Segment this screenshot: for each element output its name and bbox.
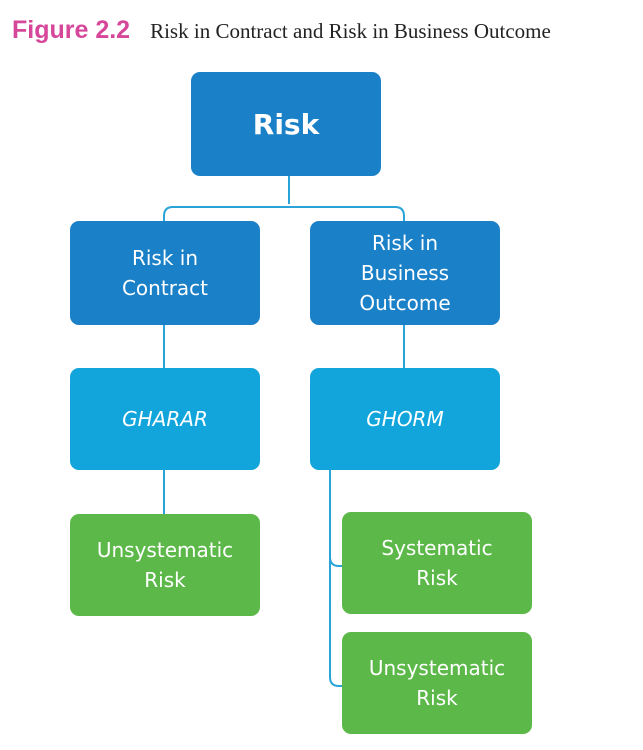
node-business-unsystematic-risk-label: Unsystematic Risk xyxy=(368,656,506,710)
node-risk-in-business-outcome-label: Risk in Business Outcome xyxy=(359,231,451,315)
node-gharar-label: GHARAR xyxy=(122,407,208,431)
figure-label: Figure 2.2 xyxy=(12,16,131,44)
connector-root-branch xyxy=(163,206,405,221)
node-risk-in-contract-label: Risk in Contract xyxy=(121,246,209,300)
node-risk-label: Risk xyxy=(252,107,320,141)
figure-caption: Figure 2.2 Risk in Contract and Risk in B… xyxy=(12,16,551,50)
node-risk-in-contract: Risk in Contract xyxy=(70,221,260,325)
node-ghorm: GHORM xyxy=(310,368,500,470)
node-gharar: GHARAR xyxy=(70,368,260,470)
node-contract-unsystematic-risk-label: Unsystematic Risk xyxy=(96,538,234,592)
node-risk-in-business-outcome: Risk in Business Outcome xyxy=(310,221,500,325)
node-systematic-risk: Systematic Risk xyxy=(342,512,532,614)
node-contract-unsystematic-risk: Unsystematic Risk xyxy=(70,514,260,616)
node-systematic-risk-label: Systematic Risk xyxy=(381,536,493,590)
node-risk: Risk xyxy=(191,72,381,176)
connector-ghorm-systematic xyxy=(329,556,342,567)
connector-ghorm-children xyxy=(329,470,342,687)
node-business-unsystematic-risk: Unsystematic Risk xyxy=(342,632,532,734)
figure-title: Risk in Contract and Risk in Business Ou… xyxy=(150,19,551,43)
node-ghorm-label: GHORM xyxy=(366,407,444,431)
